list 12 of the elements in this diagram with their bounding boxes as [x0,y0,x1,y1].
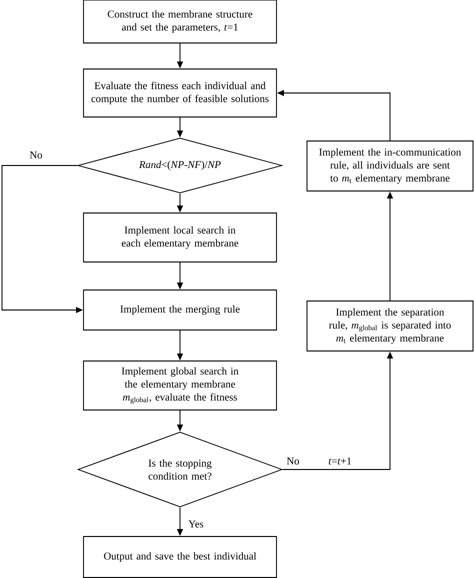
process-box: Implement the merging rule [83,290,277,330]
edge-label: No [28,150,44,160]
counter-label: t=t+1 [327,456,353,466]
edge-label: No [286,456,300,466]
process-box: Implement the separation rule, m$_{global}$ is separated into m$_{t}$ elementary membrane [306,300,474,352]
edge-label: Yes [187,520,205,528]
process-box: Implement the in-communication rule, all individuals are sent to m$_{t}$ elementary membrane [306,140,474,192]
process-box: Construct the membrane structure and set the parameters, t=1 [83,0,277,44]
process-box: Implement local search in each elementary membrane [83,212,277,262]
process-box: Implement global search in the elementary membrane m$_{global}$, evaluate the fitness [83,360,277,410]
process-box: Output and save the best individual [83,536,277,578]
process-box: Evaluate the fitness each individual and compute the number of feasible solutions [83,68,277,118]
